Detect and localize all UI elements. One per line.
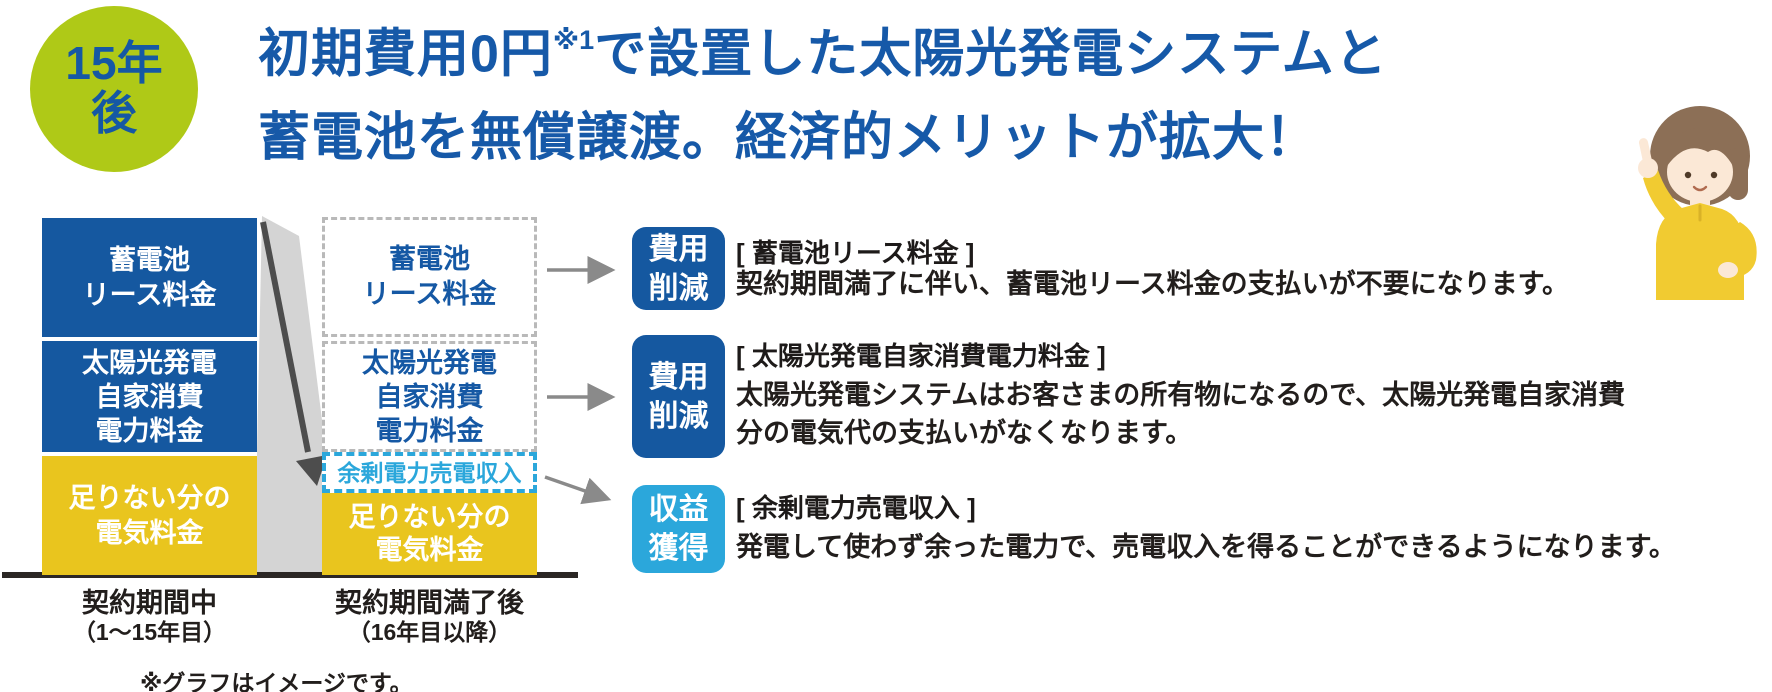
decrease-arrow-shaft [260, 221, 311, 453]
badge-line: 費用 [648, 232, 709, 266]
decrease-arrow-head [296, 455, 327, 486]
badge-line: 獲得 [648, 532, 709, 565]
segment-label-line: 太陽光発電 [362, 347, 497, 378]
chart-baseline [2, 572, 578, 578]
axis-label-contract-period: 契約期間中 （1〜15年目） [42, 588, 257, 646]
segment-label-line: 足りない分の [68, 482, 231, 513]
segment-label-line: 蓄電池 [109, 244, 190, 275]
benefit-title-solar-self-consumption: [ 太陽光発電自家消費電力料金 ] [736, 341, 1106, 371]
segment-label-line: リース料金 [362, 279, 497, 309]
axis-label-sub: （1〜15年目） [72, 619, 227, 645]
benefit-badge-cost-reduction-2: 費用 削減 [632, 335, 725, 458]
segment-label-line: リース料金 [82, 279, 217, 310]
segment-label-line: 余剰電力売電収入 [337, 459, 522, 486]
axis-label-after-contract: 契約期間満了後 （16年目以降） [322, 588, 537, 646]
headline-line1-main: 初期費用0円 [258, 25, 553, 84]
axis-label-sub: （16年目以降） [347, 619, 512, 645]
left-bar-segment-solar-self-consumption: 太陽光発電 自家消費 電力料金 [42, 341, 257, 452]
right-bar-segment-surplus-power-income: 余剰電力売電収入 [322, 452, 537, 493]
benefit-badge-cost-reduction-1: 費用 削減 [632, 227, 725, 310]
footnote-ref: ※1 [552, 25, 595, 55]
segment-label-line: 足りない分の [348, 502, 511, 532]
right-bar-segment-remaining-electricity: 足りない分の 電気料金 [322, 493, 537, 575]
benefit-body-line: 分の電気代の支払いがなくなります。 [736, 418, 1193, 448]
connector-arrow-3 [544, 475, 612, 505]
left-bar-segment-battery-lease: 蓄電池 リース料金 [42, 218, 257, 337]
badge-line: 削減 [648, 271, 709, 305]
badge-line: 収益 [648, 493, 709, 526]
segment-label-line: 自家消費 [375, 381, 484, 412]
segment-label-line: 電気料金 [95, 517, 204, 548]
years-badge-top: 15年 [65, 37, 163, 90]
segment-label-line: 電力料金 [95, 415, 204, 446]
benefit-title-battery-lease: [ 蓄電池リース料金 ] [736, 238, 975, 268]
headline-line1-rest: で設置した太陽光発電システムと [594, 25, 1388, 84]
badge-line: 削減 [648, 399, 709, 433]
headline-line2: 蓄電池を無償譲渡。経済的メリットが拡大！ [258, 109, 1319, 168]
segment-label-line: 電力料金 [375, 415, 484, 446]
decrease-band [257, 216, 322, 575]
segment-label-line: 太陽光発電 [82, 347, 217, 378]
benefit-title-surplus-power-income: [ 余剰電力売電収入 ] [736, 493, 976, 523]
right-bar-segment-solar-self-consumption: 太陽光発電 自家消費 電力料金 [322, 341, 537, 452]
pointing-woman-illustration [1638, 106, 1757, 300]
benefit-body-line: 契約期間満了に伴い、蓄電池リース料金の支払いが不要になります。 [736, 269, 1569, 299]
chart-note: ※グラフはイメージです。 [140, 670, 413, 692]
segment-label-line: 自家消費 [95, 381, 204, 412]
benefit-body-line: 太陽光発電システムはお客さまの所有物になるので、太陽光発電自家消費 [736, 380, 1626, 410]
left-bar-segment-remaining-electricity: 足りない分の 電気料金 [42, 456, 257, 575]
headline-line1: 初期費用0円※1で設置した太陽光発電システムと [258, 2, 1388, 96]
segment-label-line: 蓄電池 [389, 244, 470, 274]
benefit-badge-income-gain: 収益 獲得 [632, 485, 725, 573]
years-badge: 15年 後 [30, 6, 198, 172]
years-badge-bottom: 後 [91, 87, 137, 139]
benefit-body-line: 発電して使わず余った電力で、売電収入を得ることができるようになります。 [736, 532, 1676, 562]
axis-label-main: 契約期間満了後 [335, 588, 524, 618]
right-bar-segment-battery-lease: 蓄電池 リース料金 [322, 217, 537, 337]
badge-line: 費用 [648, 360, 709, 394]
axis-label-main: 契約期間中 [82, 588, 217, 618]
segment-label-line: 電気料金 [375, 535, 484, 565]
headline: 初期費用0円※1で設置した太陽光発電システムと 蓄電池を無償譲渡。経済的メリット… [258, 2, 1388, 180]
